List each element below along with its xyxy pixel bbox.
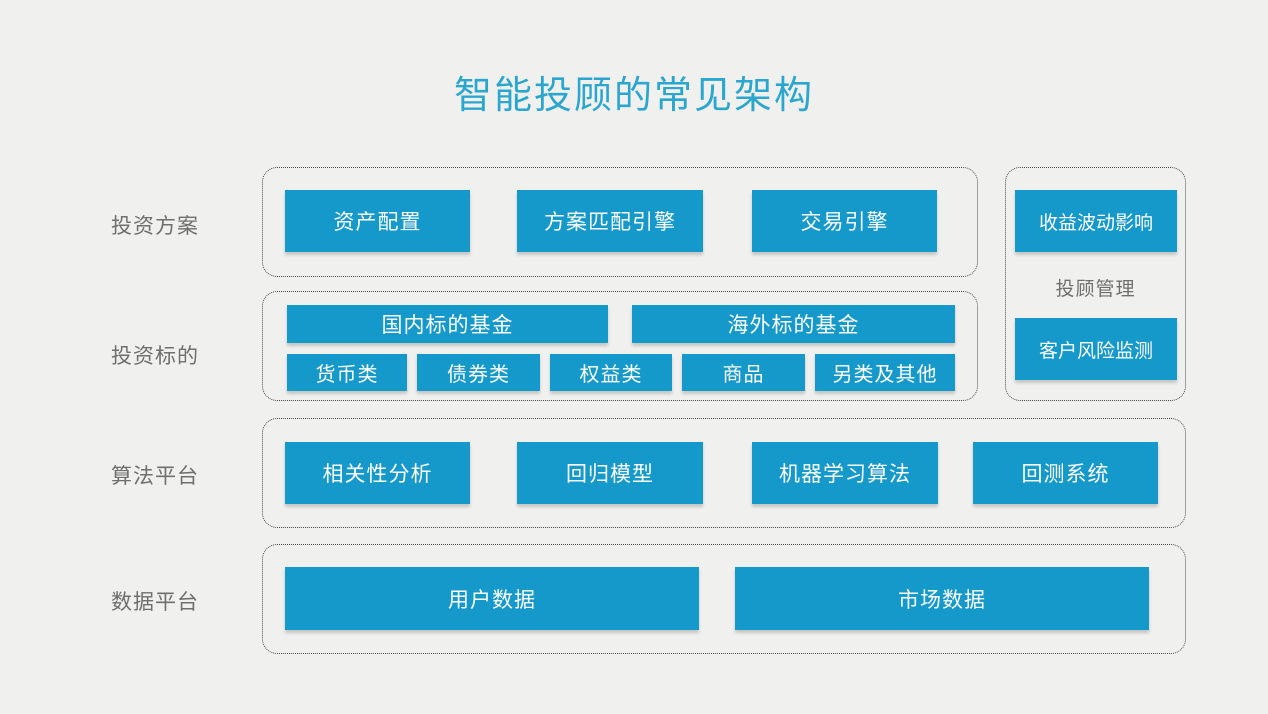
- box-commodity: 商品: [682, 354, 805, 391]
- box-machine-learning-algorithm: 机器学习算法: [752, 442, 938, 504]
- group-data-platform: [262, 544, 1186, 654]
- box-regression-model: 回归模型: [517, 442, 703, 504]
- box-bond-class: 债券类: [417, 354, 540, 391]
- box-trading-engine: 交易引擎: [752, 190, 937, 252]
- box-user-data: 用户数据: [285, 567, 699, 630]
- box-correlation-analysis: 相关性分析: [285, 442, 470, 504]
- side-panel-label: 投顾管理: [1055, 279, 1136, 300]
- box-domestic-funds: 国内标的基金: [287, 305, 608, 343]
- box-asset-allocation: 资产配置: [285, 190, 470, 252]
- box-return-volatility-impact: 收益波动影响: [1015, 190, 1177, 252]
- group-investment-plan: [262, 167, 978, 277]
- page-title: 智能投顾的常见架构: [453, 75, 814, 117]
- box-currency-class: 货币类: [287, 354, 407, 391]
- group-advisory-management: [1005, 167, 1186, 401]
- row-label-investment-targets: 投资标的: [111, 345, 199, 368]
- box-plan-matching-engine: 方案匹配引擎: [517, 190, 703, 252]
- box-alternative-others: 另类及其他: [815, 354, 955, 391]
- group-investment-targets: [262, 291, 978, 401]
- box-client-risk-monitoring: 客户风险监测: [1015, 318, 1177, 380]
- group-algorithm-platform: [262, 418, 1186, 528]
- box-backtesting-system: 回测系统: [973, 442, 1158, 504]
- row-label-investment-plan: 投资方案: [111, 215, 199, 238]
- row-label-data-platform: 数据平台: [111, 591, 199, 614]
- box-equity-class: 权益类: [550, 354, 672, 391]
- box-overseas-funds: 海外标的基金: [632, 305, 955, 343]
- box-market-data: 市场数据: [735, 567, 1149, 630]
- row-label-algorithm-platform: 算法平台: [111, 465, 199, 488]
